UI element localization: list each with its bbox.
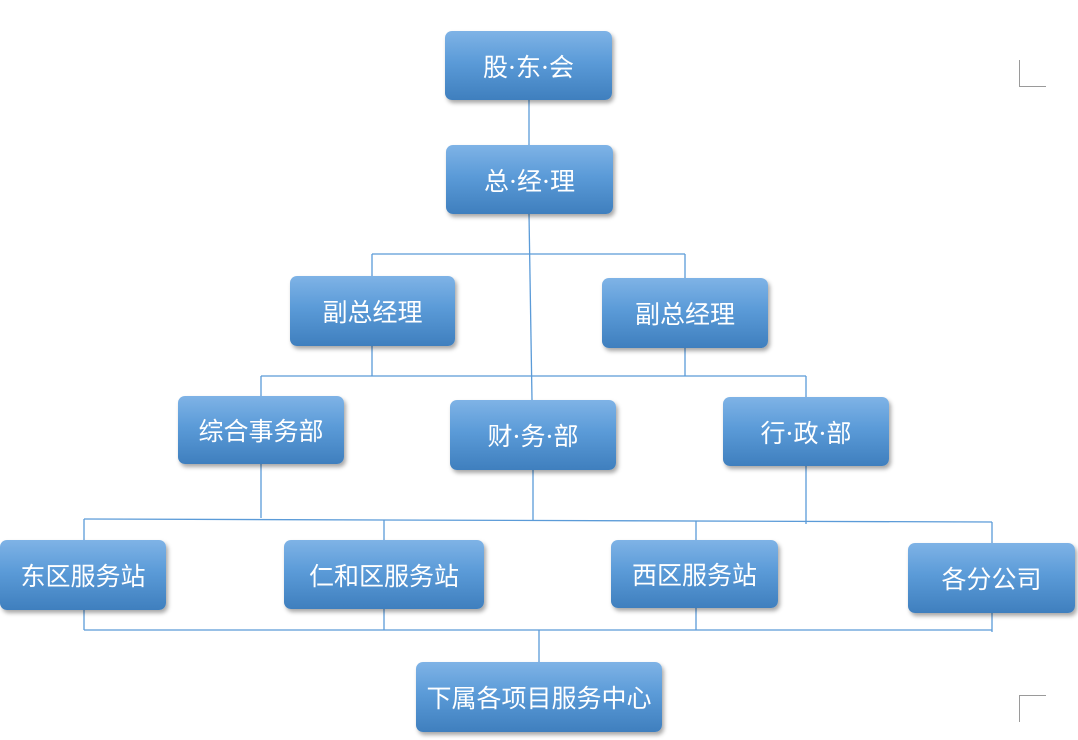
node-project-centers: 下属各项目服务中心 (416, 662, 662, 732)
connector-line (83, 518, 993, 523)
node-branch-companies: 各分公司 (908, 543, 1075, 613)
node-west-station: 西区服务站 (611, 540, 778, 608)
node-general-manager: 总·经·理 (446, 145, 613, 214)
node-renhe-station: 仁和区服务站 (284, 540, 484, 609)
node-vice-gm-right: 副总经理 (602, 278, 768, 348)
page-corner-mark-bottom (1019, 695, 1046, 722)
node-general-affairs: 综合事务部 (178, 396, 344, 464)
connector-line (528, 213, 533, 401)
node-vice-gm-left: 副总经理 (290, 276, 455, 346)
page-corner-mark-top (1019, 60, 1046, 87)
node-administration: 行·政·部 (723, 397, 889, 466)
node-east-station: 东区服务站 (0, 540, 166, 610)
node-shareholders: 股·东·会 (445, 31, 612, 100)
node-finance: 财·务·部 (450, 400, 616, 470)
